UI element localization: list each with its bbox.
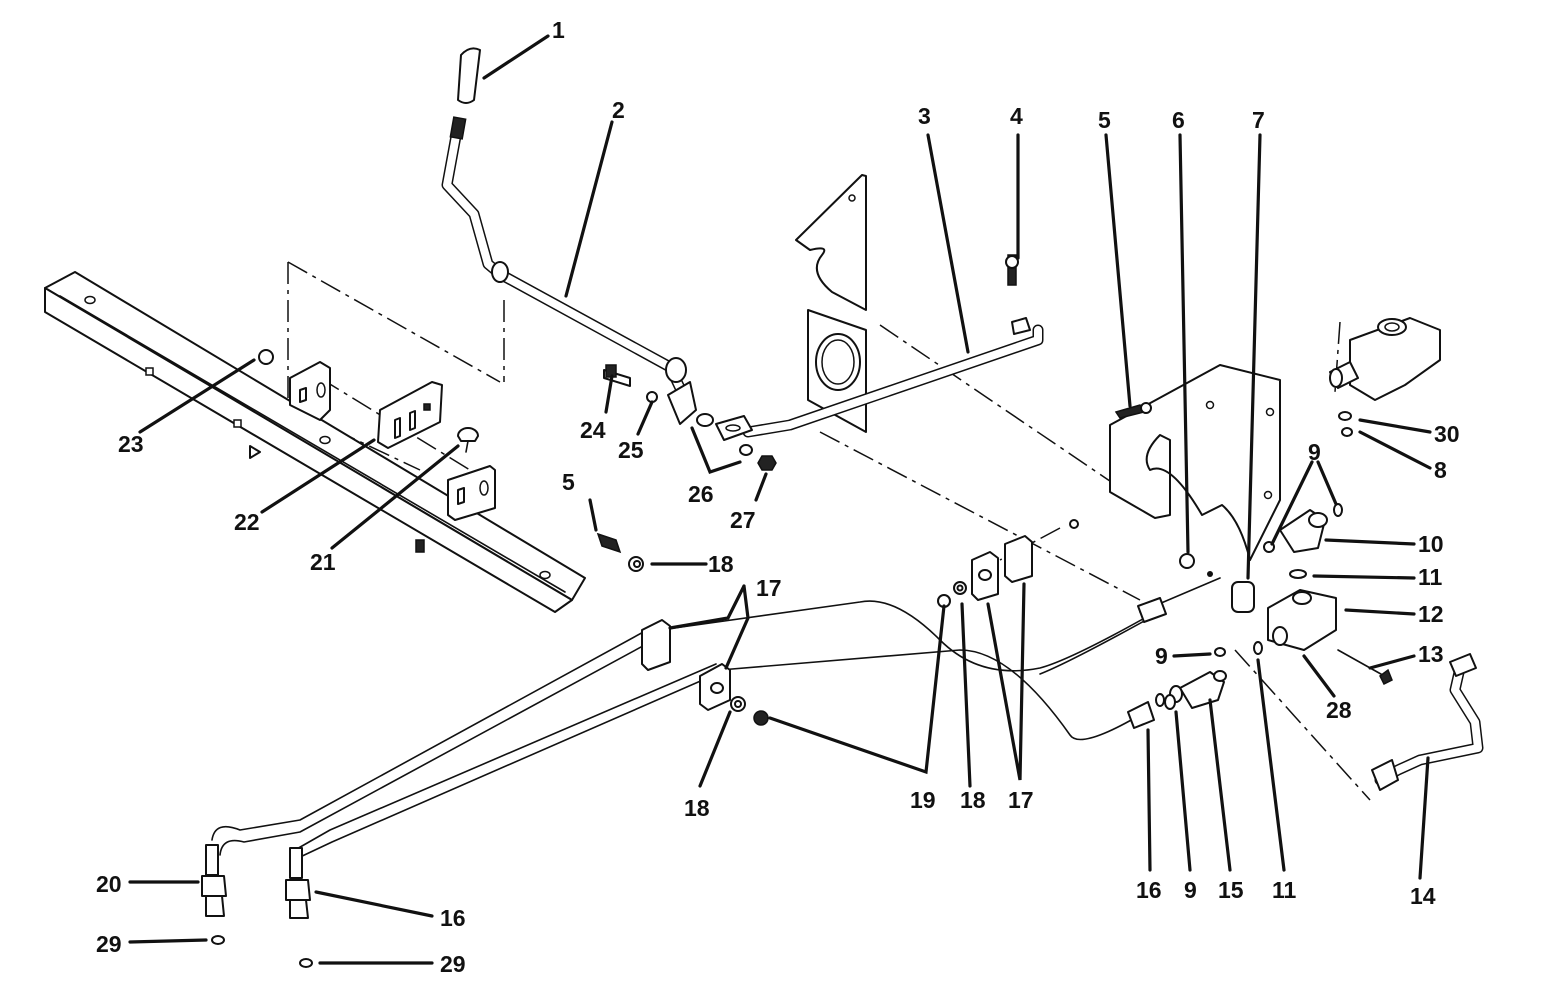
callout-5-mid: 5 <box>562 469 575 495</box>
callout-16-right: 16 <box>1136 877 1162 903</box>
callout-26: 26 <box>688 481 714 507</box>
callout-labels: 1 2 3 4 5 6 7 9 30 8 10 11 12 13 28 14 5… <box>96 17 1460 977</box>
callout-2: 2 <box>612 97 625 123</box>
lower-fittings <box>201 844 313 968</box>
callout-17-right: 17 <box>1008 787 1034 813</box>
callout-9-bottom: 9 <box>1184 877 1197 903</box>
callout-30: 30 <box>1434 421 1460 447</box>
callout-16-left: 16 <box>440 905 466 931</box>
callout-11-right: 11 <box>1418 564 1443 590</box>
callout-3: 3 <box>918 103 931 129</box>
callout-17-left: 17 <box>756 575 782 601</box>
callout-5-top: 5 <box>1098 107 1111 133</box>
callout-7: 7 <box>1252 107 1265 133</box>
callout-22: 22 <box>234 509 260 535</box>
mounting-brackets <box>258 349 496 521</box>
callout-10: 10 <box>1418 531 1444 557</box>
right-plate <box>1109 364 1281 577</box>
callout-4: 4 <box>1010 103 1023 129</box>
brake-tubing <box>211 577 1484 859</box>
callout-20: 20 <box>96 871 122 897</box>
shift-lever <box>441 47 777 471</box>
callout-9-top: 9 <box>1308 439 1321 465</box>
callout-25: 25 <box>618 437 644 463</box>
callout-23: 23 <box>118 431 144 457</box>
callout-11-bottom: 11 <box>1272 877 1297 903</box>
callout-1: 1 <box>552 17 565 43</box>
control-valve <box>1329 317 1441 437</box>
callout-29-left: 29 <box>96 931 122 957</box>
frame-rail <box>44 271 586 613</box>
callout-27: 27 <box>730 507 756 533</box>
callout-15: 15 <box>1218 877 1244 903</box>
callout-19: 19 <box>910 787 936 813</box>
tee-fitting <box>1155 647 1227 709</box>
control-rod <box>715 254 1044 441</box>
callout-24: 24 <box>580 417 606 443</box>
callout-18-upper: 18 <box>708 551 734 577</box>
callout-9-left: 9 <box>1155 643 1168 669</box>
callout-29-right: 29 <box>440 951 466 977</box>
leader-lines <box>128 34 1432 965</box>
mounting-plate <box>795 174 867 433</box>
callout-18-lower: 18 <box>684 795 710 821</box>
tube-clips <box>641 519 1079 711</box>
callout-12: 12 <box>1418 601 1444 627</box>
callout-18-middle: 18 <box>960 787 986 813</box>
callout-6: 6 <box>1172 107 1185 133</box>
fasteners <box>596 532 1176 726</box>
callout-8: 8 <box>1434 457 1447 483</box>
callout-14: 14 <box>1410 883 1436 909</box>
callout-13: 13 <box>1418 641 1444 667</box>
callout-21: 21 <box>310 549 336 575</box>
callout-28: 28 <box>1326 697 1352 723</box>
fitting-block <box>1231 503 1393 686</box>
